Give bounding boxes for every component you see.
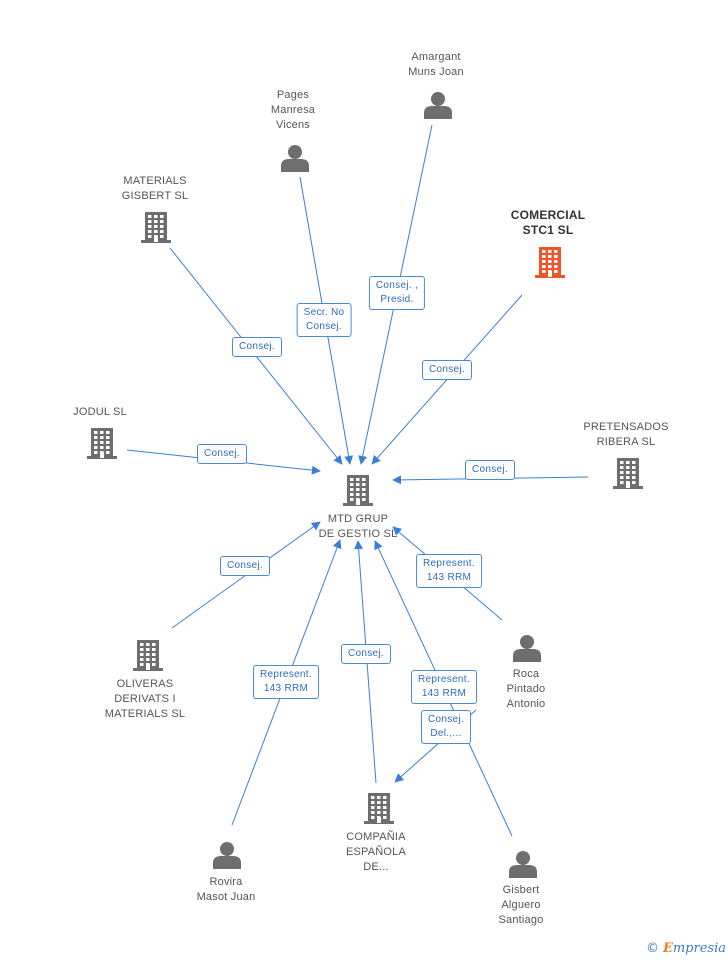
edge-label-rovira-to-mtd[interactable]: Represent. 143 RRM	[253, 665, 319, 699]
edge-label-line: Represent.	[418, 674, 470, 685]
building-icon[interactable]	[87, 428, 117, 459]
node-label-line: COMERCIAL	[510, 208, 586, 222]
edge-label-compania-to-mtd[interactable]: Consej.	[340, 644, 392, 664]
edge-label-line: Consej.	[203, 448, 241, 459]
brand-logo-letter: E	[662, 941, 673, 956]
node-label-materials[interactable]: MATERIALS GISBERT SL	[122, 174, 188, 204]
node-label-line: Pintado	[506, 683, 546, 695]
node-label-line: Masot Juan	[196, 891, 256, 903]
node-label-line: Manresa	[270, 104, 316, 116]
person-icon[interactable]	[513, 635, 541, 662]
node-label-line: Gisbert	[502, 884, 540, 896]
building-icon[interactable]	[613, 458, 643, 489]
person-icon[interactable]	[281, 145, 309, 172]
edge-label-gisbert-to-mtd[interactable]: Represent. 143 RRM	[411, 670, 477, 704]
building-icon[interactable]	[535, 247, 565, 278]
node-label-line: Rovira	[209, 876, 243, 888]
copyright-footer[interactable]: ©Empresia	[646, 941, 726, 956]
building-icon[interactable]	[141, 212, 171, 243]
edge-label-line: Consej.	[305, 321, 342, 332]
node-label-pretensados[interactable]: PRETENSADOS RIBERA SL	[583, 420, 668, 450]
node-label-line: Santiago	[498, 914, 544, 926]
edge-label-pretensados-to-mtd[interactable]: Consej.	[464, 460, 516, 480]
edge-label-line: Consej. ,	[375, 280, 419, 291]
node-label-oliveras[interactable]: OLIVERAS DERIVATS I MATERIALS SL	[105, 677, 185, 722]
edge-label-line: Consej.	[428, 364, 466, 375]
edge-label-line: Secr. No	[303, 307, 345, 318]
building-icon[interactable]	[364, 793, 394, 824]
person-icon[interactable]	[424, 92, 452, 119]
node-label-line: Alguero	[501, 899, 541, 911]
edge-label-line: Consej.	[471, 464, 509, 475]
brand-name: mpresia	[672, 941, 726, 956]
node-label-line: MATERIALS SL	[104, 708, 186, 720]
edge-label-jodul-to-mtd[interactable]: Consej.	[196, 444, 248, 464]
node-label-line: RIBERA SL	[596, 436, 656, 448]
edge-label-line: Consej.	[238, 341, 276, 352]
node-label-line: PRETENSADOS	[583, 421, 669, 433]
edge-label-oliveras-to-mtd[interactable]: Consej.	[219, 556, 271, 576]
node-label-line: STC1 SL	[522, 223, 574, 237]
edge-label-materials-to-mtd[interactable]: Consej.	[231, 337, 283, 357]
copyright-symbol: ©	[645, 941, 659, 956]
edge-label-line: Del.,...	[430, 728, 462, 739]
edge-label-roca-to-mtd[interactable]: Represent. 143 RRM	[416, 554, 482, 588]
edge-label-line: Presid.	[380, 294, 414, 305]
edge-label-gisbert-to-compania[interactable]: Consej. Del.,...	[420, 710, 472, 744]
node-label-compania[interactable]: COMPAÑIA ESPAÑOLA DE...	[346, 830, 406, 875]
node-label-line: OLIVERAS	[116, 678, 174, 690]
node-label-jodul[interactable]: JODUL SL	[73, 405, 127, 420]
node-label-line: COMPAÑIA	[346, 831, 406, 843]
node-label-line: Roca	[512, 668, 540, 680]
edge-label-line: Consej.	[427, 714, 465, 725]
node-label-line: Amargant	[411, 51, 461, 63]
node-label-line: GISBERT SL	[121, 190, 189, 202]
edge-label-line: 143 RRM	[263, 683, 309, 694]
edge-label-line: Represent.	[260, 669, 312, 680]
building-icon[interactable]	[343, 475, 373, 506]
edge-label-line: 143 RRM	[426, 572, 472, 583]
node-label-line: ESPAÑOLA	[345, 846, 407, 858]
edge-label-line: Consej.	[226, 560, 264, 571]
node-label-line: Muns Joan	[408, 66, 464, 78]
edge-label-line: Represent.	[423, 558, 475, 569]
node-label-line: DERIVATS I	[114, 693, 176, 705]
building-icon[interactable]	[133, 640, 163, 671]
icons-layer	[87, 92, 643, 878]
edge-label-line: 143 RRM	[421, 688, 467, 699]
edge-label-amargant-to-mtd[interactable]: Consej. , Presid.	[368, 276, 426, 310]
node-label-line: MATERIALS	[123, 175, 187, 187]
node-label-line: DE...	[363, 861, 389, 873]
edge-label-line: Consej.	[347, 648, 385, 659]
node-label-line: Antonio	[506, 698, 546, 710]
person-icon[interactable]	[509, 851, 537, 878]
node-label-line: Pages	[276, 89, 310, 101]
edge-label-comercial-to-mtd[interactable]: Consej.	[421, 360, 473, 380]
node-label-line: Vicens	[275, 119, 311, 131]
node-label-line: JODUL SL	[73, 406, 127, 418]
edge-label-pages-to-mtd[interactable]: Secr. No Consej.	[296, 303, 352, 337]
node-label-line: MTD GRUP	[327, 513, 389, 525]
node-label-mtd[interactable]: MTD GRUP DE GESTIO SL	[319, 512, 398, 542]
person-icon[interactable]	[213, 842, 241, 869]
node-label-line: DE GESTIO SL	[318, 528, 398, 540]
